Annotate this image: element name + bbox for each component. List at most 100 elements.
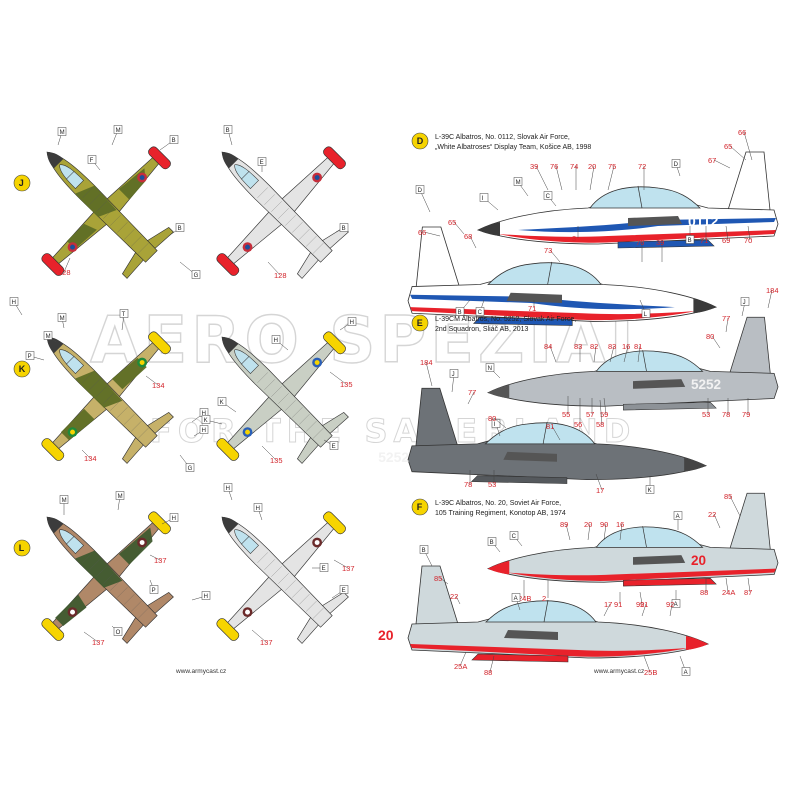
tail-fin bbox=[727, 151, 771, 211]
callout-letter: B bbox=[178, 226, 182, 232]
callout-number: 24A bbox=[722, 588, 735, 597]
panel-line bbox=[82, 372, 93, 383]
callout-letter: J bbox=[743, 300, 746, 306]
callout-box bbox=[191, 270, 201, 279]
callout-leader bbox=[453, 221, 465, 235]
canopy bbox=[234, 529, 259, 554]
callout-letter: C bbox=[478, 310, 483, 316]
right-column: L-39C Albatros, No. 0112, Slovak Air For… bbox=[377, 134, 779, 663]
canopy-frame bbox=[65, 170, 75, 180]
panel-line bbox=[264, 379, 275, 390]
callout-box bbox=[673, 511, 683, 520]
callout-box bbox=[119, 309, 129, 318]
left-tip-tank bbox=[216, 253, 240, 276]
callout-letter: B bbox=[422, 548, 426, 554]
canopy bbox=[484, 422, 596, 445]
callout-box bbox=[199, 425, 209, 434]
callout-letter: E bbox=[332, 444, 336, 450]
callout-letter: A bbox=[514, 596, 518, 602]
callout-box bbox=[257, 157, 267, 166]
canopy bbox=[59, 349, 84, 374]
callout-number: 20 bbox=[584, 520, 592, 529]
callout-letter: L bbox=[644, 312, 648, 318]
callout-number: 16 bbox=[616, 520, 624, 529]
callout-letter: M bbox=[60, 316, 65, 322]
callout-box bbox=[9, 297, 19, 306]
callout-letter: G bbox=[194, 273, 199, 279]
callout-number: 2 bbox=[542, 594, 546, 603]
panel-line bbox=[278, 573, 289, 584]
callout-number: 68 bbox=[464, 232, 472, 241]
callout-leader bbox=[251, 629, 267, 643]
callout-number: 137 bbox=[342, 564, 355, 573]
tail-fin bbox=[729, 316, 771, 374]
canopy bbox=[487, 262, 602, 285]
callout-leader bbox=[149, 554, 161, 561]
callout-number: 137 bbox=[154, 556, 167, 565]
callout-number: 128 bbox=[274, 271, 287, 280]
callout-box bbox=[671, 599, 681, 608]
callout-number: 71 bbox=[528, 304, 536, 313]
callout-letter: J bbox=[452, 372, 455, 378]
panel-line bbox=[137, 242, 149, 254]
canopy-frame bbox=[240, 170, 250, 180]
jet-top-view bbox=[216, 511, 349, 644]
callout-letter: P bbox=[152, 588, 156, 594]
wing-roundel-center bbox=[314, 175, 320, 180]
callout-number: 90 bbox=[600, 520, 608, 529]
canopy bbox=[59, 164, 84, 189]
callout-number: 88 bbox=[484, 668, 492, 677]
callout-letter: B bbox=[342, 226, 346, 232]
tip-tank bbox=[623, 402, 717, 411]
nose bbox=[47, 337, 64, 354]
intake bbox=[504, 630, 558, 640]
wing-roundel-center bbox=[139, 175, 145, 180]
callout-box bbox=[57, 127, 67, 136]
callout-number: 135 bbox=[340, 380, 353, 389]
callout-number: 22 bbox=[708, 510, 716, 519]
callout-number: 17 bbox=[604, 600, 612, 609]
callout-leader bbox=[747, 225, 751, 241]
callout-box bbox=[455, 307, 465, 316]
callout-box bbox=[475, 307, 485, 316]
panel-line bbox=[110, 400, 121, 411]
callout-letter: H bbox=[226, 486, 230, 492]
panel-line bbox=[271, 386, 282, 397]
callout-number: 65 bbox=[724, 142, 732, 151]
callout-number: 76 bbox=[636, 238, 644, 247]
callout-number: 80 bbox=[488, 414, 496, 423]
callout-number: 22 bbox=[450, 592, 458, 601]
side-serial: 20 bbox=[691, 553, 706, 568]
jet-top-view bbox=[41, 331, 174, 464]
callout-leader bbox=[455, 595, 461, 605]
right-wing bbox=[279, 156, 337, 214]
section-d-title-2: „White Albatroses“ Display Team, Košice … bbox=[435, 144, 591, 151]
callout-number: 80 bbox=[706, 332, 714, 341]
callout-leader bbox=[565, 523, 571, 541]
callout-leader bbox=[333, 559, 349, 569]
callout-leader bbox=[641, 603, 647, 617]
section-j-badge bbox=[13, 174, 31, 192]
callout-letter: B bbox=[226, 128, 230, 134]
tip-tank bbox=[470, 475, 568, 484]
panel-line bbox=[257, 552, 268, 563]
callout-box bbox=[339, 223, 349, 232]
panel-line bbox=[131, 236, 142, 247]
callout-letter: M bbox=[62, 498, 67, 504]
belly-band bbox=[507, 568, 777, 581]
callout-leader bbox=[767, 289, 773, 309]
callout-leader bbox=[489, 655, 495, 673]
panel-line bbox=[292, 587, 303, 598]
panel-line bbox=[124, 594, 135, 605]
panel-line bbox=[137, 607, 149, 619]
right-tip-tank bbox=[148, 511, 171, 535]
callout-leader bbox=[669, 603, 673, 617]
callout-number: 78 bbox=[722, 410, 730, 419]
callout-box bbox=[25, 351, 35, 360]
panel-line bbox=[96, 201, 107, 212]
section-l-badge bbox=[13, 539, 31, 557]
callout-box bbox=[169, 513, 179, 522]
